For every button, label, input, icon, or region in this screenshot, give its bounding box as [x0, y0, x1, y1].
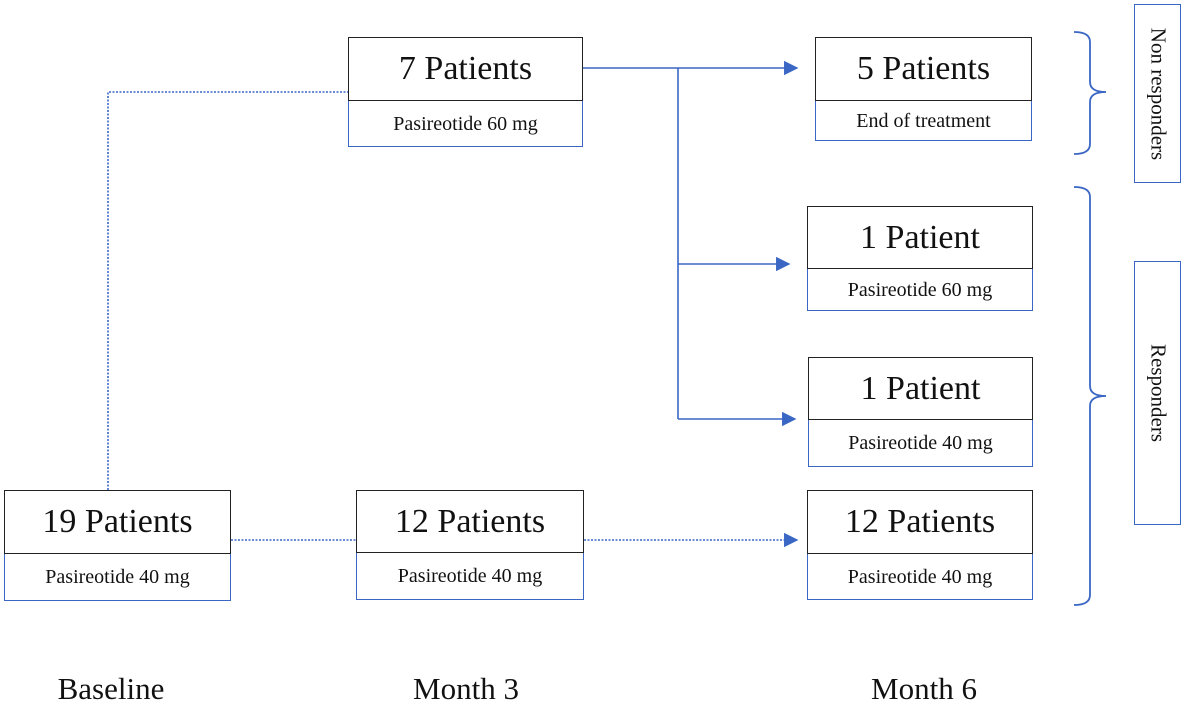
node-month6-on-40-group: 12 Patients Pasireotide 40 mg — [807, 490, 1033, 600]
node-treatment-label: Pasireotide 60 mg — [807, 269, 1033, 311]
node-count-label: 19 Patients — [4, 490, 231, 554]
node-month3-escalated: 7 Patients Pasireotide 60 mg — [348, 37, 583, 147]
node-treatment-label: Pasireotide 40 mg — [356, 553, 584, 600]
group-label-text: Responders — [1146, 344, 1170, 442]
node-count-label: 12 Patients — [356, 490, 584, 553]
group-label-non-responders: Non responders — [1134, 4, 1181, 183]
node-count-label: 1 Patient — [807, 206, 1033, 269]
node-count-label: 12 Patients — [807, 490, 1033, 554]
node-treatment-label: Pasireotide 40 mg — [807, 554, 1033, 600]
node-treatment-label: Pasireotide 60 mg — [348, 101, 583, 147]
timeline-label-baseline: Baseline — [57, 671, 165, 706]
node-month6-ended: 5 Patients End of treatment — [815, 37, 1032, 141]
timeline-label-month6: Month 6 — [871, 671, 977, 706]
timeline-label-month3: Month 3 — [413, 671, 519, 706]
node-count-label: 7 Patients — [348, 37, 583, 101]
node-baseline: 19 Patients Pasireotide 40 mg — [4, 490, 231, 601]
group-label-text: Non responders — [1146, 27, 1170, 160]
node-treatment-label: Pasireotide 40 mg — [4, 554, 231, 601]
node-month3-continued: 12 Patients Pasireotide 40 mg — [356, 490, 584, 600]
node-count-label: 1 Patient — [808, 357, 1033, 420]
brace-responders — [1073, 186, 1107, 606]
connector-baseline-to-escalated — [107, 91, 348, 490]
group-label-responders: Responders — [1134, 261, 1181, 525]
node-treatment-label: End of treatment — [815, 101, 1032, 141]
node-treatment-label: Pasireotide 40 mg — [808, 420, 1033, 467]
node-month6-on-40-single: 1 Patient Pasireotide 40 mg — [808, 357, 1033, 467]
node-count-label: 5 Patients — [815, 37, 1032, 101]
node-month6-on-60: 1 Patient Pasireotide 60 mg — [807, 206, 1033, 311]
brace-non-responders — [1073, 31, 1107, 155]
